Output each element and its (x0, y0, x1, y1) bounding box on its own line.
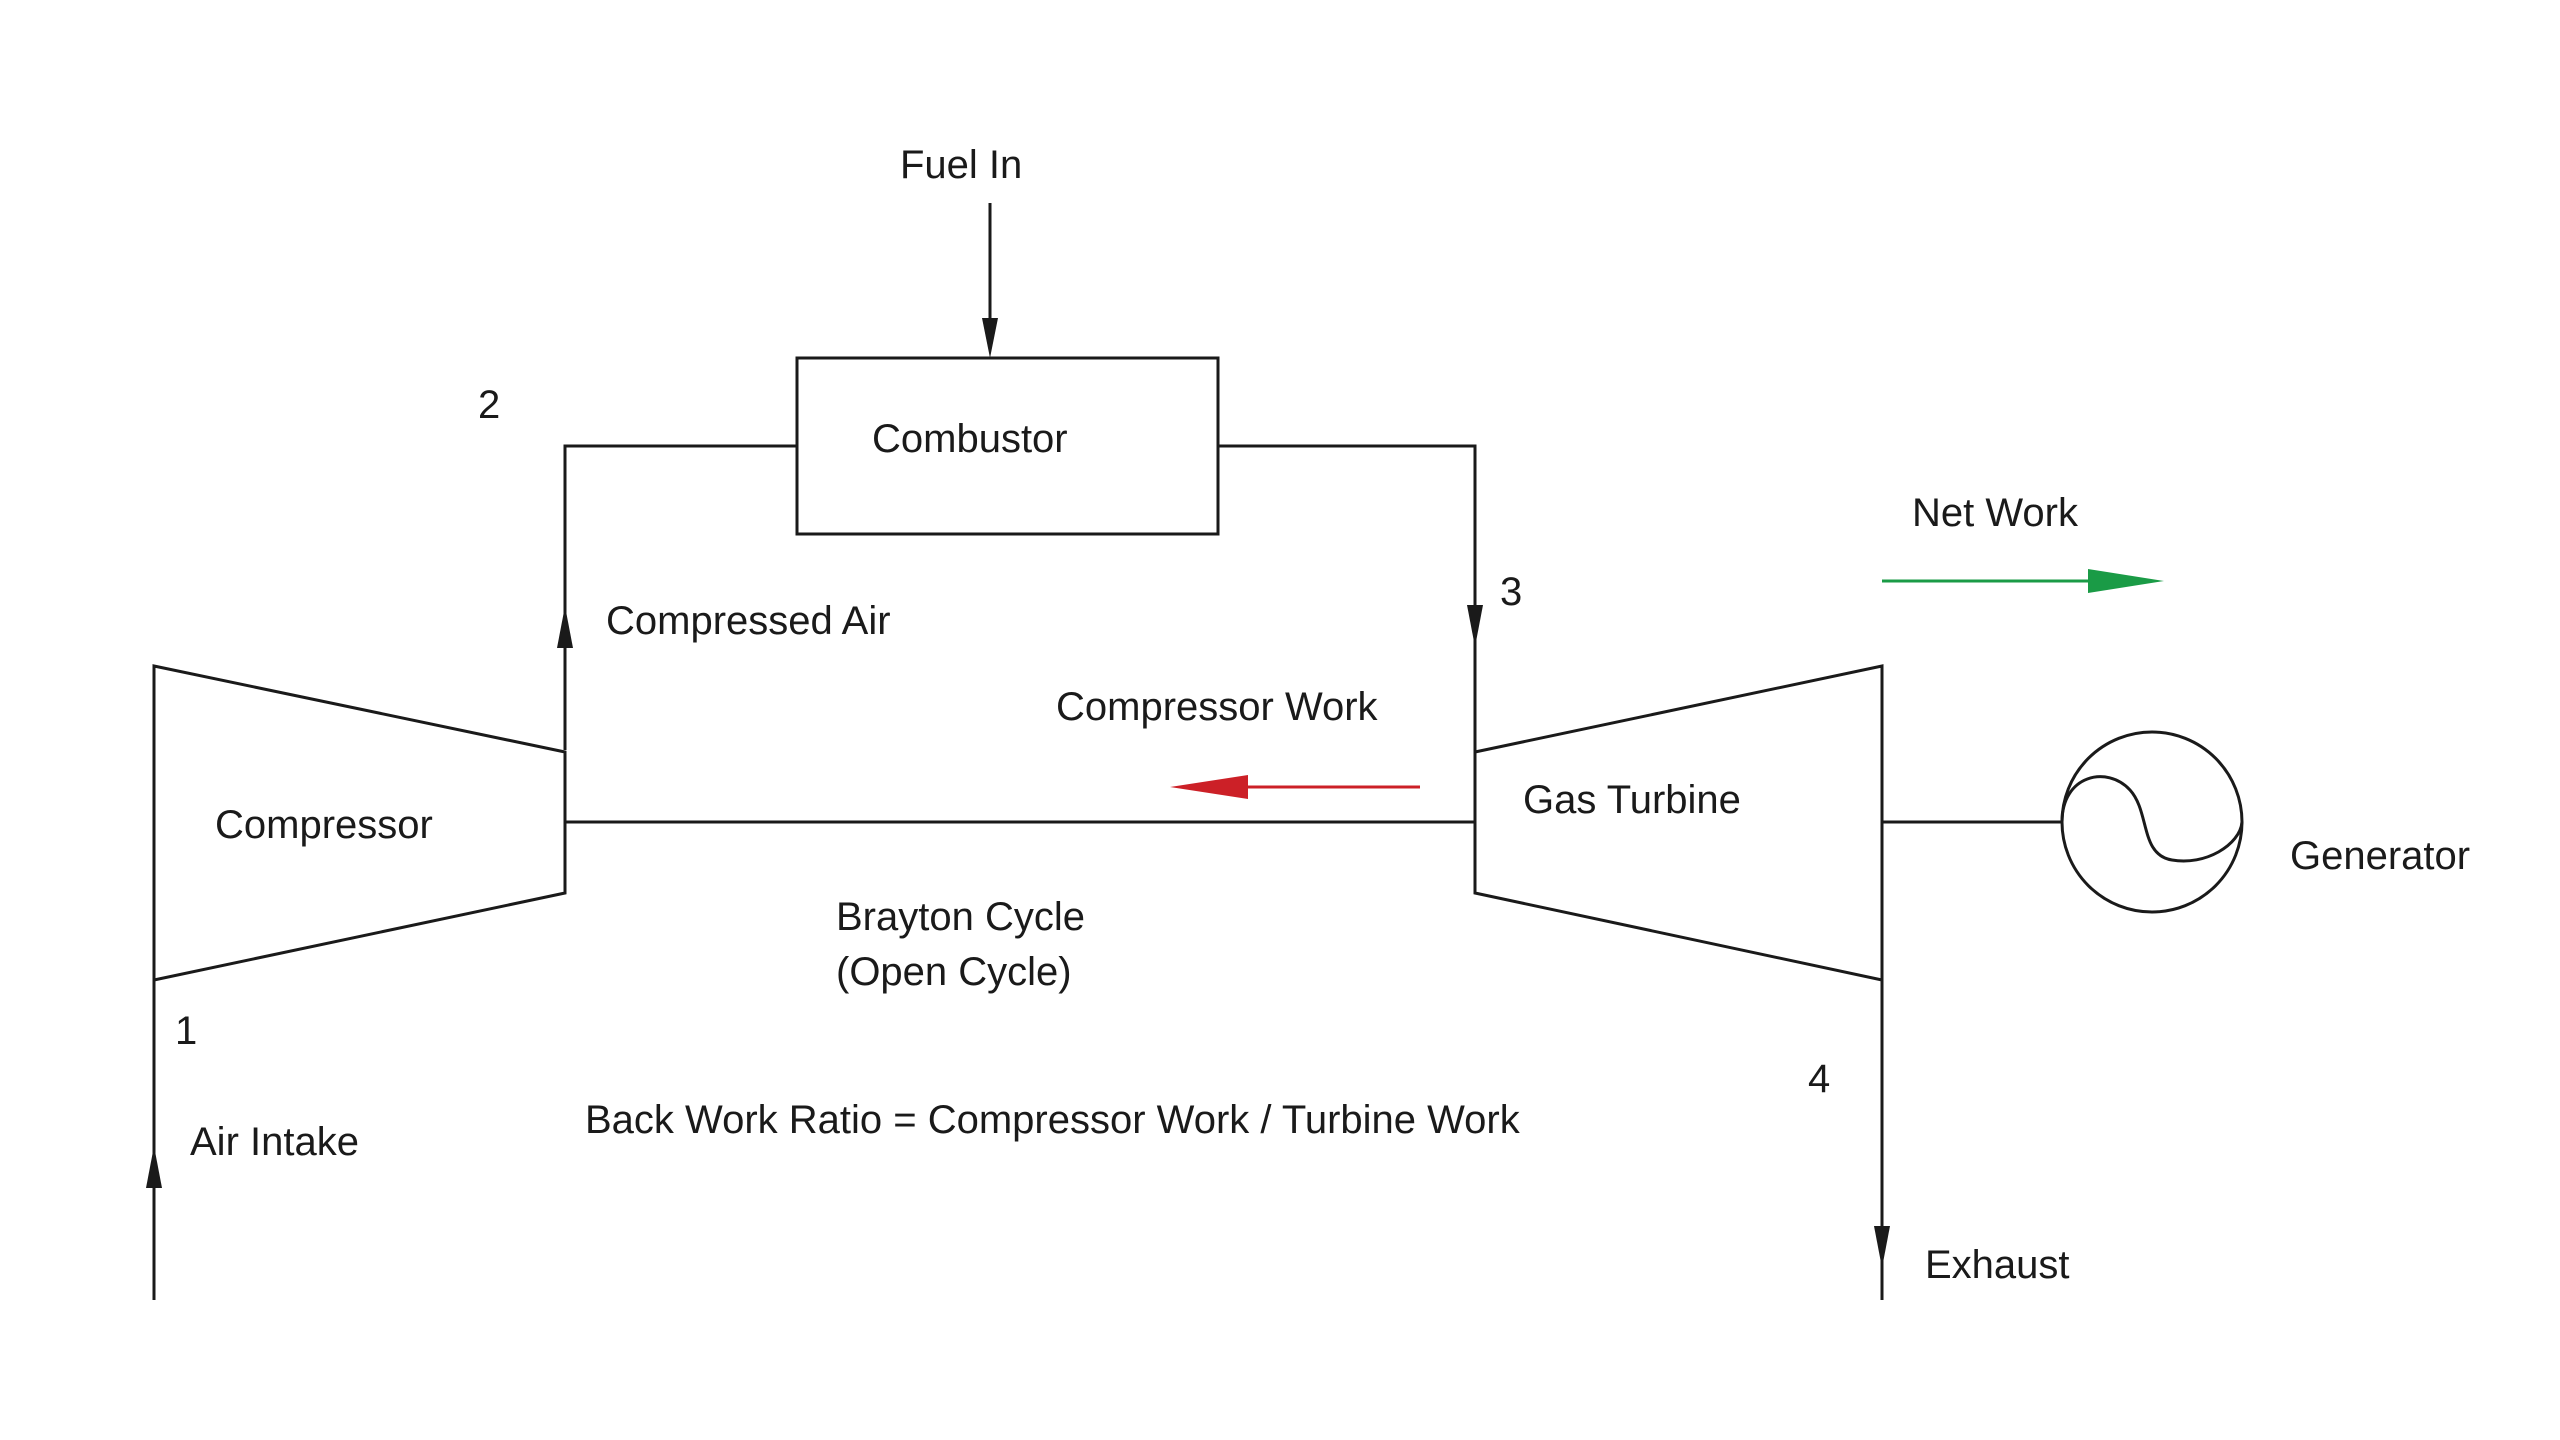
hot-gas-arrowhead (1467, 605, 1483, 647)
state-point-2: 2 (478, 383, 500, 427)
air-intake-label: Air Intake (190, 1120, 359, 1164)
generator-label: Generator (2290, 834, 2470, 878)
combustor-label: Combustor (872, 417, 1068, 461)
fuel-in-arrowhead (982, 318, 998, 358)
air-intake-arrowhead (146, 1146, 162, 1188)
gas-turbine-shape (1473, 664, 1884, 982)
net-work-label: Net Work (1912, 491, 2079, 535)
compressed-air-arrowhead (557, 606, 573, 648)
fuel-in-label: Fuel In (900, 143, 1022, 187)
compressed-air-label: Compressed Air (606, 599, 891, 643)
state-point-1: 1 (175, 1009, 197, 1053)
compressed-air-line (563, 444, 797, 750)
combustor-box (795, 356, 1220, 536)
compressor-shape (152, 664, 567, 982)
net-work-arrowhead (2088, 569, 2164, 593)
cycle-title-line1: Brayton Cycle (836, 895, 1085, 939)
compressor-work-arrowhead (1170, 775, 1248, 799)
generator-circle (2060, 730, 2244, 914)
gas-turbine-label: Gas Turbine (1523, 778, 1741, 822)
generator-sine-icon (2060, 775, 2244, 863)
cycle-title-line2: (Open Cycle) (836, 950, 1072, 994)
state-point-3: 3 (1500, 570, 1522, 614)
back-work-ratio-label: Back Work Ratio = Compressor Work / Turb… (585, 1098, 1521, 1142)
compressor-label: Compressor (215, 803, 433, 847)
exhaust-arrowhead (1874, 1226, 1890, 1268)
compressor-work-label: Compressor Work (1056, 685, 1379, 729)
state-point-4: 4 (1808, 1057, 1830, 1101)
hot-gas-line (1218, 444, 1477, 752)
exhaust-label: Exhaust (1925, 1243, 2070, 1287)
